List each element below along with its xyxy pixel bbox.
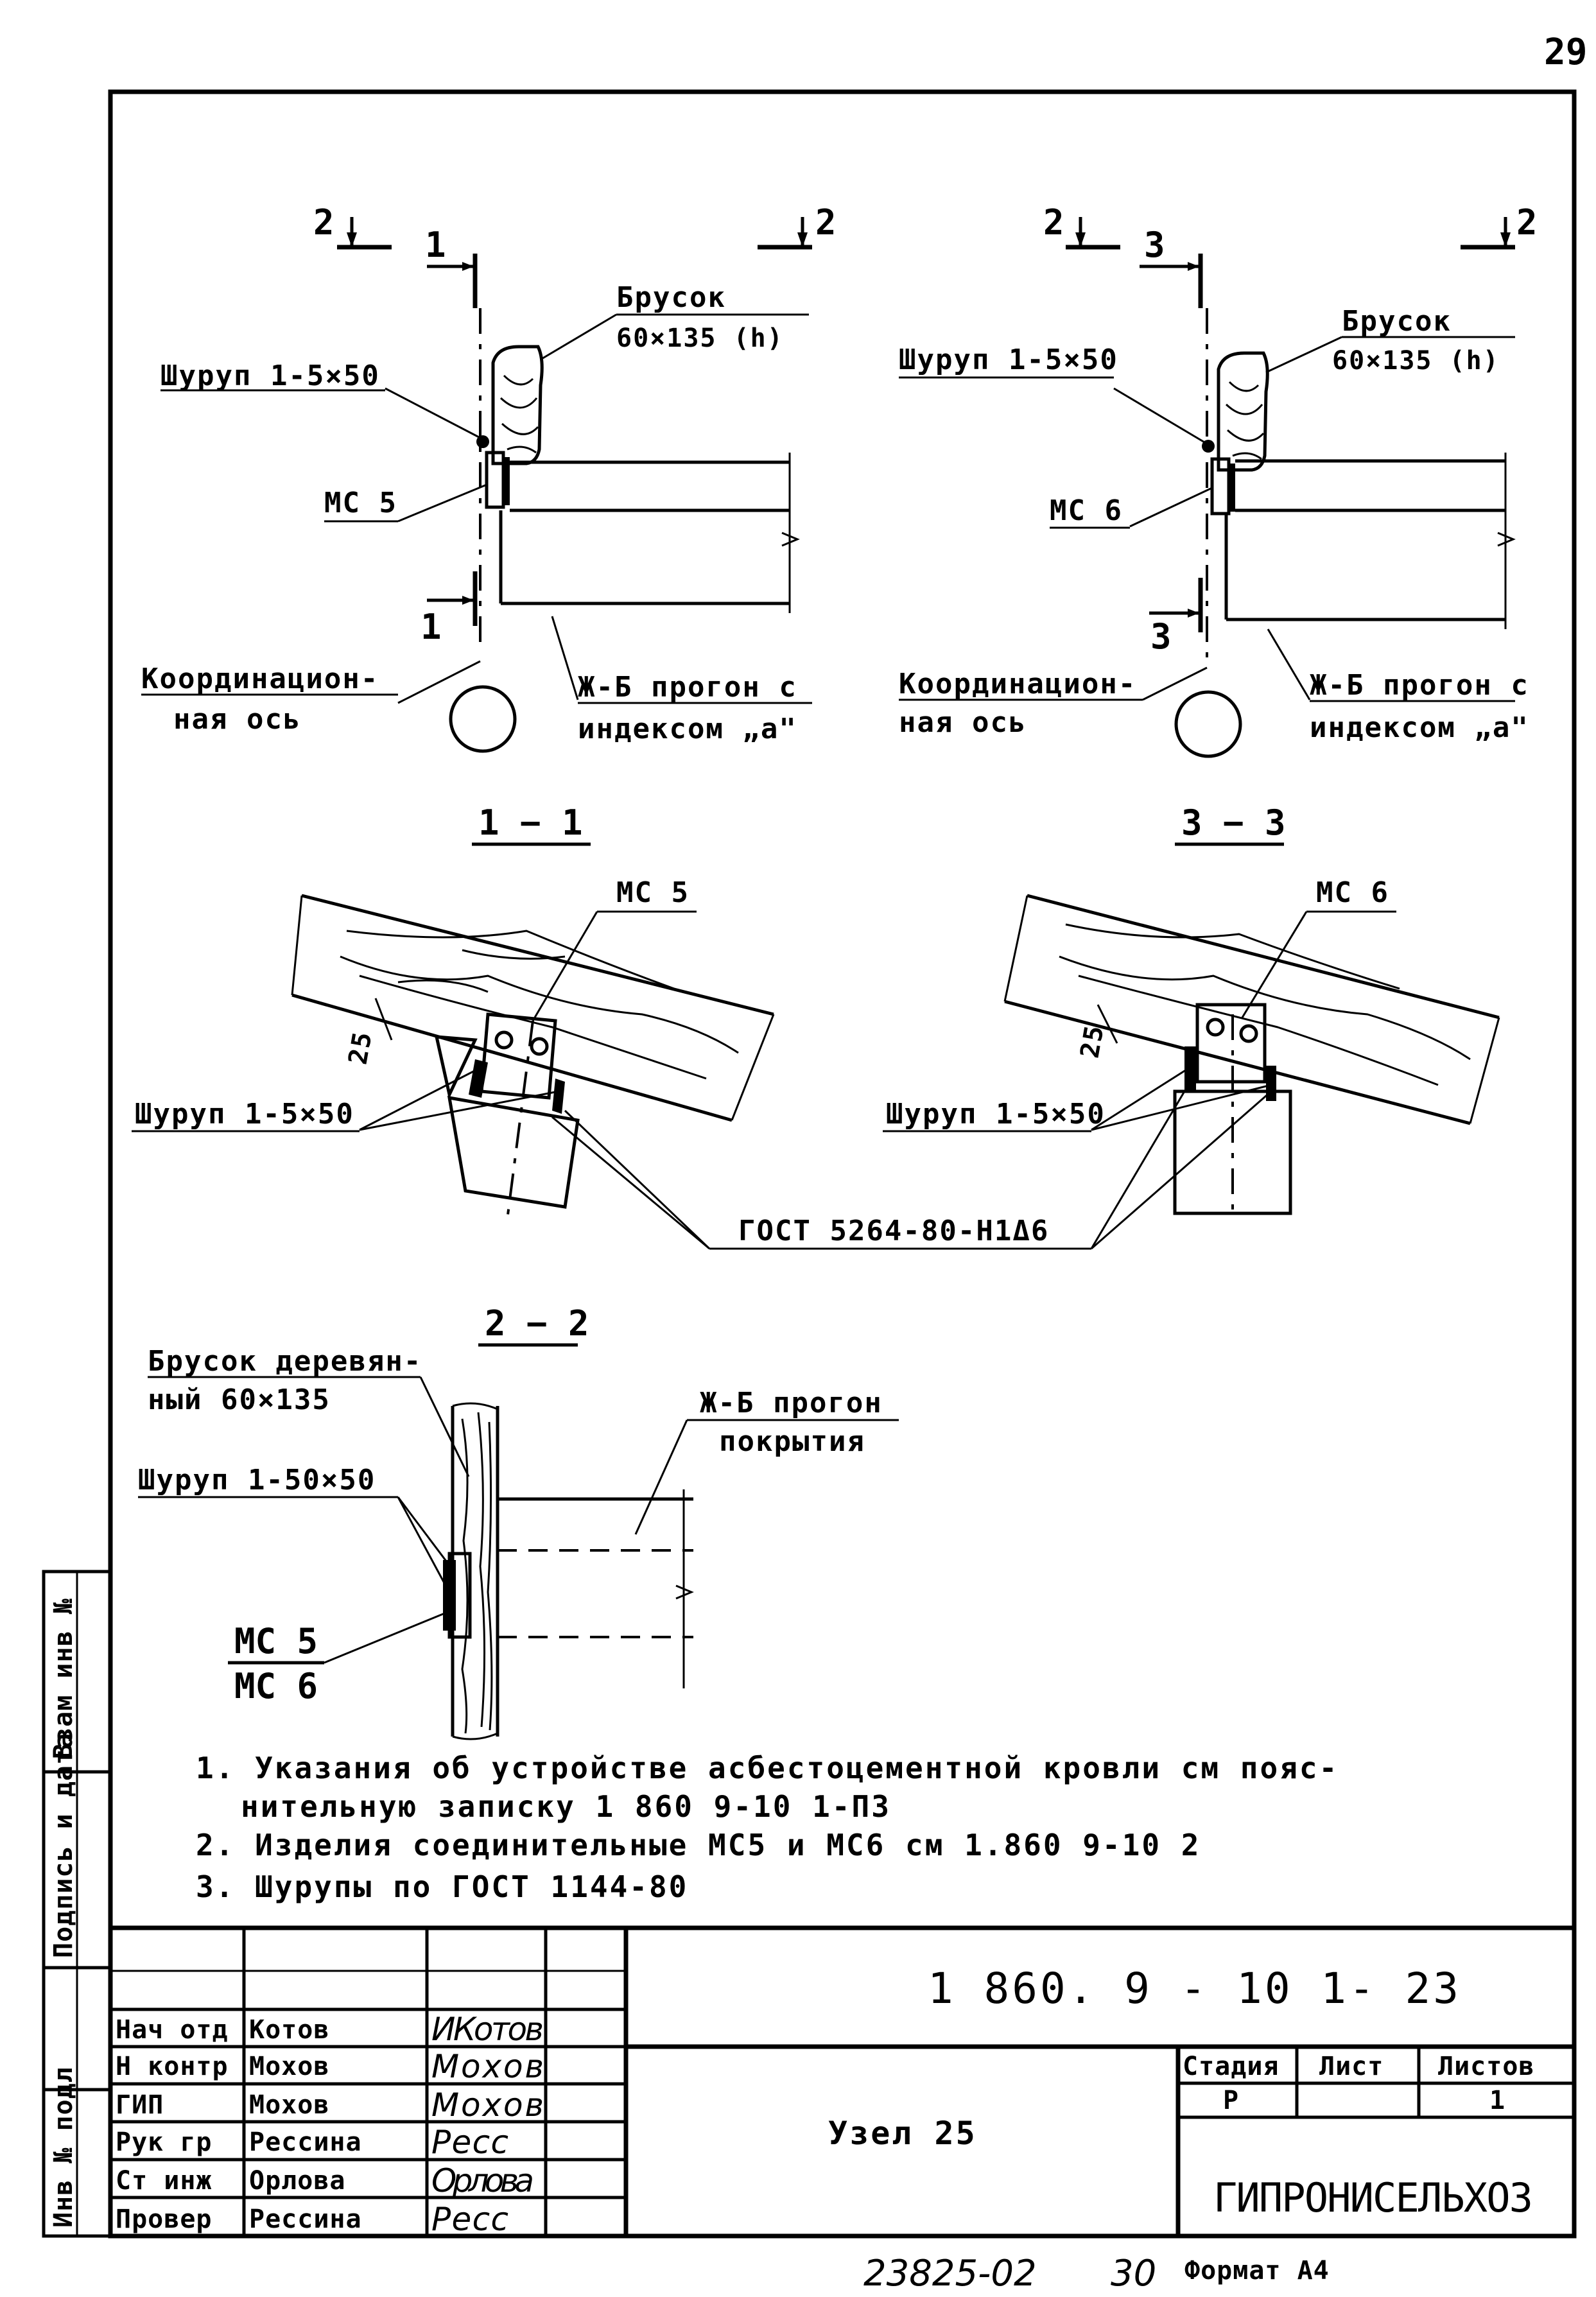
brusok-label: Брусок bbox=[1342, 305, 1452, 338]
section-title: 1 − 1 bbox=[478, 802, 583, 843]
cut-mark-2-right: 2 bbox=[815, 202, 837, 243]
cut-mark-2-left: 2 bbox=[313, 202, 334, 243]
brusok-size: 60×135 (h) bbox=[616, 324, 784, 353]
part-label: МС 5 bbox=[616, 876, 690, 909]
screw-label: Шуруп 1-5×50 bbox=[886, 1098, 1106, 1131]
title-block: Нач отд Котов ИКотов Н контр Мохов Мохов… bbox=[110, 1925, 1574, 2238]
note-2: 2. Изделия соединительные МС5 и МС6 см 1… bbox=[196, 1828, 1201, 1862]
section-title: 3 − 3 bbox=[1181, 802, 1286, 843]
row-signature: Орлова bbox=[431, 2162, 534, 2199]
sheets-header: Листов bbox=[1438, 2052, 1535, 2081]
section-3-3: 3 − 3 25 МС 6 Шуруп 1-5×50 bbox=[883, 802, 1500, 1250]
stamp-signature-date: Подпись и дата bbox=[49, 1733, 78, 1958]
drawing-frame bbox=[108, 89, 1577, 2239]
beam-label-1: Ж-Б прогон с bbox=[578, 671, 797, 704]
cut-mark-1-bottom: 1 bbox=[421, 607, 442, 647]
part-label-1: МС 5 bbox=[234, 1621, 318, 1661]
part-label: МС 6 bbox=[1316, 876, 1389, 909]
part-label: МС 5 bbox=[324, 487, 397, 519]
row-name: Орлова bbox=[249, 2166, 346, 2196]
cut-mark-3-top: 3 bbox=[1144, 225, 1165, 265]
row-name: Котов bbox=[249, 2015, 329, 2045]
margin-stamp: Взам инв № Подпись и дата Инв № подл bbox=[42, 1570, 112, 2238]
part-label: МС 6 bbox=[1050, 494, 1123, 527]
node-title: Узел 25 bbox=[828, 2115, 977, 2152]
cut-mark-2-left: 2 bbox=[1043, 202, 1064, 243]
row-role: Н контр bbox=[116, 2052, 229, 2081]
brusok-label: Брусок bbox=[616, 281, 726, 314]
screw-label: Шуруп 1-5×50 bbox=[135, 1098, 354, 1131]
note-3: 3. Шурупы по ГОСТ 1144-80 bbox=[196, 1869, 688, 1904]
axis-label-2: ная ось bbox=[899, 706, 1027, 739]
screw-label: Шуруп 1-5×50 bbox=[160, 360, 380, 392]
view-node-ms6: 2 2 3 3 Брусок 60×135 (h) Шуруп 1-5× bbox=[899, 202, 1538, 758]
axis-label-1: Координацион- bbox=[899, 668, 1136, 700]
beam-label-1: Ж-Б прогон с bbox=[1310, 669, 1529, 702]
gost-weld-label: ГОСТ 5264-80-Н1Δ6 bbox=[738, 1215, 1049, 1247]
screw-label: Шуруп 1-5×50 bbox=[899, 343, 1118, 376]
brusok-label-1: Брусок деревян- bbox=[148, 1345, 422, 1378]
axis-label-2: ная ось bbox=[173, 703, 301, 736]
part-label-2: МС 6 bbox=[234, 1666, 318, 1706]
section-title: 2 − 2 bbox=[485, 1303, 589, 1344]
document-code: 1 860. 9 - 10 1- 23 bbox=[928, 1964, 1461, 2013]
row-name: Рессина bbox=[249, 2205, 362, 2234]
axis-label-1: Координацион- bbox=[141, 663, 379, 695]
row-role: Рук гр bbox=[116, 2128, 213, 2157]
row-role: Провер bbox=[116, 2205, 213, 2234]
dim-25: 25 bbox=[1075, 1022, 1110, 1060]
sheets-value: 1 bbox=[1489, 2086, 1505, 2115]
row-name: Мохов bbox=[249, 2052, 329, 2081]
screw-label: Шуруп 1-50×50 bbox=[138, 1464, 376, 1496]
copy-number: 30 bbox=[1111, 2253, 1156, 2294]
row-signature: Мохов bbox=[431, 2048, 544, 2085]
stamp-replace-inv: Взам инв № bbox=[49, 1598, 78, 1759]
section-1-1: 1 − 1 25 МС 5 Шуруп 1-5×50 bbox=[132, 802, 775, 1250]
row-name: Мохов bbox=[249, 2090, 329, 2120]
row-signature: Мохов bbox=[431, 2086, 544, 2124]
row-signature: Ресс bbox=[431, 2201, 508, 2238]
cut-mark-2-right: 2 bbox=[1516, 202, 1538, 243]
brusok-size: 60×135 (h) bbox=[1332, 346, 1500, 376]
organization: ГИПРОНИСЕЛЬХОЗ bbox=[1213, 2174, 1534, 2221]
note-1: 1. Указания об устройстве асбестоцементн… bbox=[196, 1751, 1339, 1785]
notes: 1. Указания об устройстве асбестоцементн… bbox=[196, 1751, 1339, 1904]
stage-value: Р bbox=[1223, 2086, 1239, 2115]
beam-label-2: покрытия bbox=[719, 1425, 865, 1458]
note-1-cont: нительную записку 1 860 9-10 1-П3 bbox=[241, 1789, 891, 1824]
page-number: 29 bbox=[1544, 31, 1587, 73]
brusok-label-2: ный 60×135 bbox=[148, 1383, 331, 1416]
row-role: Ст инж bbox=[116, 2166, 213, 2196]
beam-label-2: индексом „а" bbox=[578, 713, 797, 745]
row-name: Рессина bbox=[249, 2128, 362, 2157]
cut-mark-3-bottom: 3 bbox=[1150, 616, 1172, 657]
section-2-2: 2 − 2 Брусок деревян- ный 60×135 Ж-Б про… bbox=[138, 1303, 899, 1740]
beam-label-2: индексом „а" bbox=[1310, 711, 1529, 744]
stage-header: Стадия bbox=[1183, 2052, 1279, 2081]
row-signature: Ресс bbox=[431, 2124, 508, 2161]
dim-25: 25 bbox=[343, 1028, 378, 1066]
row-role: ГИП bbox=[116, 2090, 164, 2120]
row-signature: ИКотов bbox=[431, 2011, 544, 2048]
inventory-number: 23825-02 bbox=[863, 2253, 1037, 2294]
cut-mark-1-top: 1 bbox=[425, 225, 446, 265]
view-node-ms5: 2 2 1 1 Б bbox=[141, 202, 837, 753]
row-role: Нач отд bbox=[116, 2015, 229, 2045]
beam-label-1: Ж-Б прогон bbox=[700, 1387, 883, 1419]
stamp-original-inv: Инв № подл bbox=[49, 2067, 78, 2228]
sheet-header: Лист bbox=[1319, 2052, 1383, 2081]
format-label: Формат А4 bbox=[1184, 2256, 1330, 2285]
